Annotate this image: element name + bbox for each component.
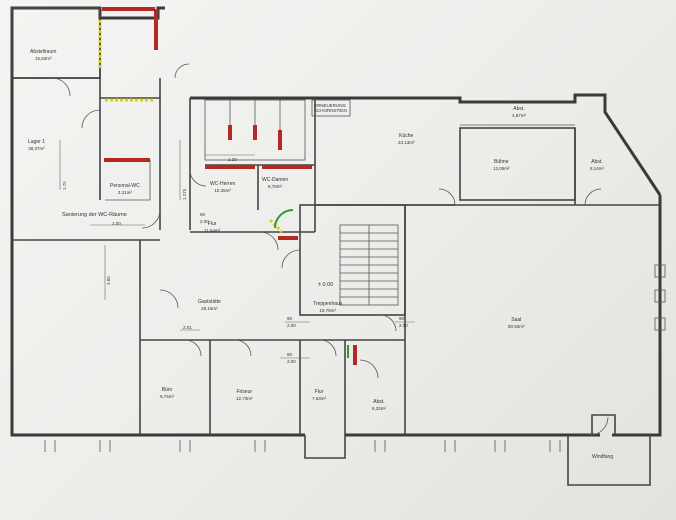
- room-lager1: Lager 1 38,37m²: [28, 139, 45, 151]
- wall-buehne: [459, 127, 576, 201]
- room-name: Lager 1: [28, 139, 45, 145]
- note-level: ± 0.00: [318, 282, 334, 288]
- room-treppenhaus: Treppenhaus 19,79m²: [313, 301, 343, 313]
- note-sanierung: Sanierung der WC-Räume: [62, 212, 127, 218]
- room-area: 7,63m²: [312, 395, 327, 401]
- room-saal: Saal 80,92m²: [508, 317, 525, 329]
- dim-385: 3.85: [106, 276, 111, 285]
- room-area: 9,75m²: [160, 393, 175, 399]
- room-friseur: Friseur 12,73m²: [236, 389, 253, 401]
- room-area: 12,73m²: [236, 395, 253, 401]
- room-name: WC-Damen: [262, 177, 289, 183]
- room-name: Abst.: [591, 159, 603, 165]
- room-name: Saal: [511, 317, 522, 323]
- wall-storage-annex: [99, 18, 160, 99]
- room-area: 3,31m²: [117, 189, 132, 195]
- room-area: 10,35m²: [214, 187, 231, 193]
- room-name: Abst.: [373, 399, 385, 405]
- room-personal-wc: Personal-WC 3,31m²: [110, 183, 140, 195]
- dim-200d: 2.00: [200, 219, 209, 224]
- room-buero: Büro 9,75m²: [160, 387, 175, 399]
- room-name: Gaststätte: [198, 299, 221, 305]
- wall-abstellraum: [11, 7, 101, 79]
- door-swings: [51, 63, 609, 436]
- room-name: Windfang: [592, 454, 614, 460]
- yellow-door-wc: [268, 218, 284, 234]
- east-windows: [654, 264, 666, 331]
- south-window-marks: [44, 440, 561, 452]
- green-door-arc: [274, 209, 294, 229]
- room-windfang: Windfang: [592, 454, 614, 461]
- dim-90b: 90: [399, 316, 405, 321]
- dim-175: 1.75: [62, 181, 67, 190]
- room-area: 38,37m²: [28, 145, 45, 151]
- dim-90a: 90: [287, 316, 293, 321]
- room-name: Abst.: [513, 106, 525, 112]
- room-name: Bühne: [494, 159, 509, 165]
- room-abst-right: Abst. 8,14m²: [590, 159, 605, 171]
- room-area: 23,13m²: [398, 139, 415, 145]
- room-name: Küche: [399, 133, 414, 139]
- outer-wall-west: [10, 78, 140, 437]
- room-abstellraum: Abstellraum 15,83m²: [30, 49, 57, 61]
- wall-windfang: [567, 435, 651, 486]
- outer-wall-north-west: [10, 6, 165, 78]
- room-area: 19,79m²: [319, 307, 336, 313]
- room-name: Treppenhaus: [313, 301, 343, 307]
- room-wc-damen: WC-Damen 8,78m²: [262, 177, 289, 189]
- dim-1375: 1.375: [182, 188, 187, 200]
- dim-100: 1.00: [112, 221, 121, 226]
- dimension-lines: [59, 140, 415, 359]
- room-area: 11,64m²: [204, 227, 221, 233]
- dim-120: 1.20: [228, 157, 237, 162]
- dim-200a: 2.00: [287, 323, 296, 328]
- room-area: 8,78m²: [268, 183, 283, 189]
- wall-entry-porch: [304, 435, 346, 459]
- dim-200c: 2.00: [287, 359, 296, 364]
- room-area: 8,14m²: [590, 165, 605, 171]
- stair-treads: [340, 225, 398, 305]
- dim-200b: 2.00: [399, 323, 408, 328]
- room-name: WC-Herren: [210, 181, 236, 187]
- chimney-box: [311, 99, 351, 117]
- dim-80: 80: [287, 352, 293, 357]
- outer-wall-east: [612, 195, 662, 437]
- room-buehne: Bühne 12,05m²: [493, 159, 510, 171]
- room-area: 28,16m²: [201, 305, 218, 311]
- room-name: Friseur: [236, 389, 253, 395]
- outer-wall-north-east: [190, 93, 662, 196]
- note-abluft: ERNEUERUNG SCHORNSTEIN: [314, 103, 347, 114]
- room-area: 15,83m²: [34, 55, 52, 61]
- room-name: Flur: [207, 221, 217, 227]
- room-wc-herren: WC-Herren 10,35m²: [210, 181, 236, 193]
- room-abst-top: Abst. 4,87m²: [512, 106, 527, 118]
- room-flur-north: Flur 11,64m²: [204, 221, 221, 233]
- room-area: 80,92m²: [508, 323, 525, 329]
- room-abst-south: Abst. 6,32m²: [372, 399, 387, 411]
- room-flur-south: Flur 7,63m²: [312, 389, 327, 401]
- room-area: 4,87m²: [512, 112, 527, 118]
- room-name: Flur: [314, 389, 324, 395]
- room-area: 6,32m²: [372, 405, 387, 411]
- room-gaststaette: Gaststätte 28,16m²: [198, 299, 221, 311]
- room-name: Büro: [161, 387, 173, 393]
- room-name: Abstellraum: [30, 49, 57, 55]
- wall-windfang-bump: [591, 414, 616, 435]
- room-name: Personal-WC: [110, 183, 140, 189]
- dim-90c: 90: [200, 212, 206, 217]
- room-area: 12,05m²: [493, 165, 510, 171]
- room-kueche: Küche 23,13m²: [398, 133, 415, 145]
- dim-201: 2.01: [183, 325, 192, 330]
